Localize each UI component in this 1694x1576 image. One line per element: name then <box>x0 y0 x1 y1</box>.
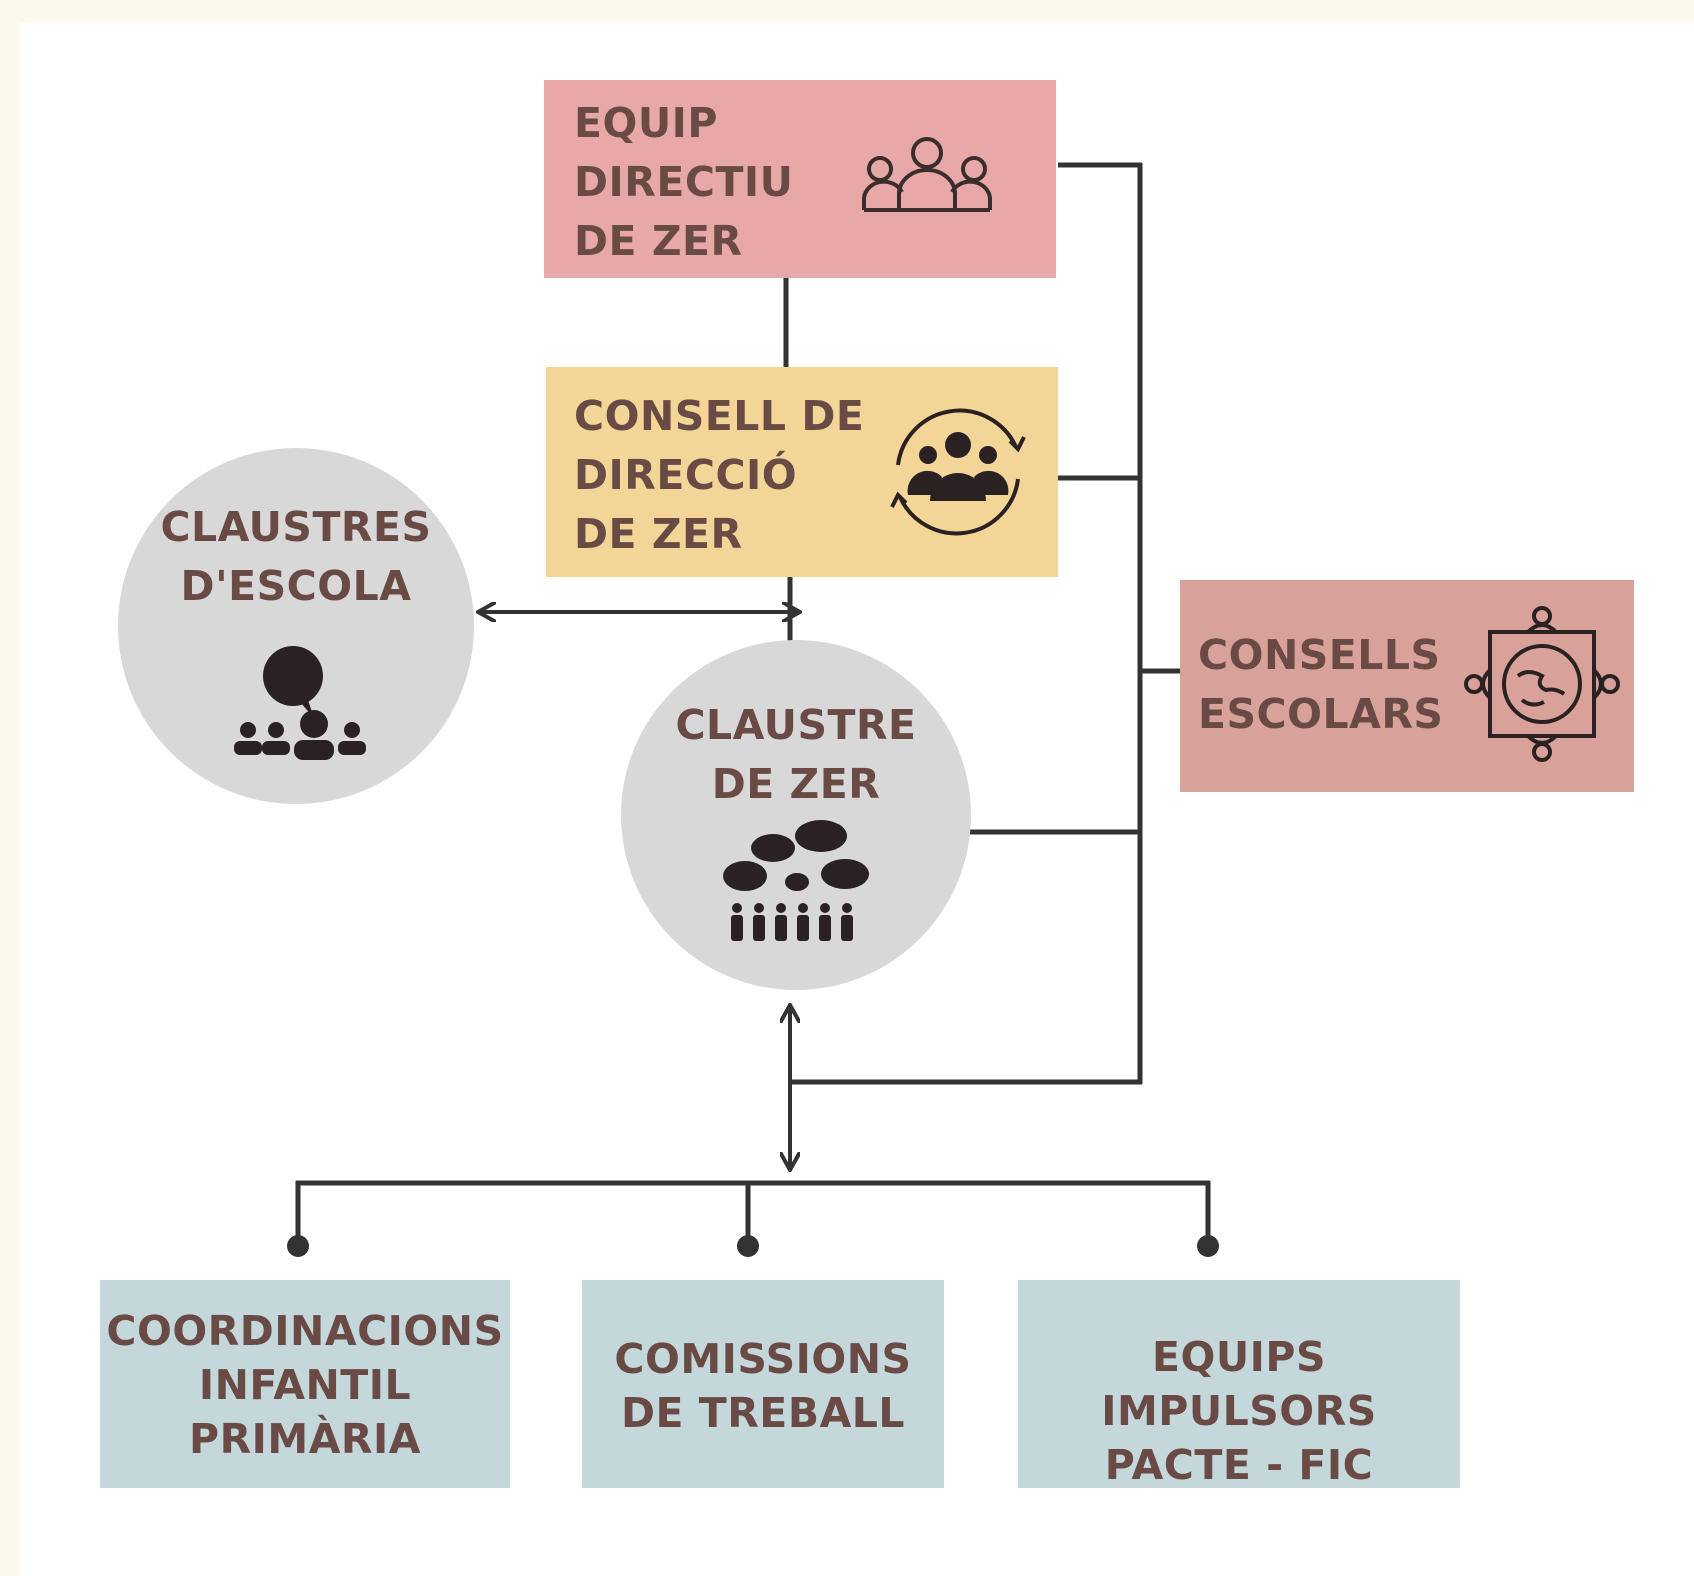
comissions-box: COMISSIONS DE TREBALL <box>582 1280 944 1488</box>
consells-escolars-label: CONSELLS ESCOLARS <box>1198 631 1444 738</box>
team-cycle-icon <box>890 408 1026 536</box>
claustre-zer-label: CLAUSTRE DE ZER <box>675 701 917 808</box>
consell-direccio-box: CONSELL DE DIRECCIÓ DE ZER <box>546 367 1058 577</box>
team-outline-icon <box>862 137 992 212</box>
claustres-escola-circle: CLAUSTRES D'ESCOLA <box>118 448 474 804</box>
comissions-label: COMISSIONS DE TREBALL <box>614 1335 912 1437</box>
org-chart-canvas: EQUIP DIRECTIU DE ZER CONSELL DE DIRECCI… <box>20 22 1694 1576</box>
crowd-discussion-icon <box>723 820 869 941</box>
consell-direccio-label: CONSELL DE DIRECCIÓ DE ZER <box>574 392 865 558</box>
coordinacions-label: COORDINACIONS INFANTIL PRIMÀRIA <box>106 1307 504 1463</box>
coordinacions-box: COORDINACIONS INFANTIL PRIMÀRIA <box>100 1280 510 1488</box>
connector-lines <box>287 162 1219 1257</box>
connector-dot <box>1197 1235 1219 1257</box>
equips-impulsors-label: EQUIPS IMPULSORS PACTE - FIC <box>1101 1333 1377 1489</box>
claustres-escola-label: CLAUSTRES D'ESCOLA <box>160 503 432 610</box>
equip-directiu-label: EQUIP DIRECTIU DE ZER <box>574 99 794 265</box>
equips-impulsors-box: EQUIPS IMPULSORS PACTE - FIC <box>1018 1280 1460 1489</box>
connector-dot <box>737 1235 759 1257</box>
consells-escolars-box: CONSELLS ESCOLARS <box>1180 580 1634 792</box>
speaker-audience-icon <box>234 646 366 760</box>
claustre-zer-circle: CLAUSTRE DE ZER <box>621 640 971 990</box>
equip-directiu-box: EQUIP DIRECTIU DE ZER <box>544 80 1056 278</box>
roundtable-icon <box>1464 606 1620 762</box>
connector-dot <box>287 1235 309 1257</box>
